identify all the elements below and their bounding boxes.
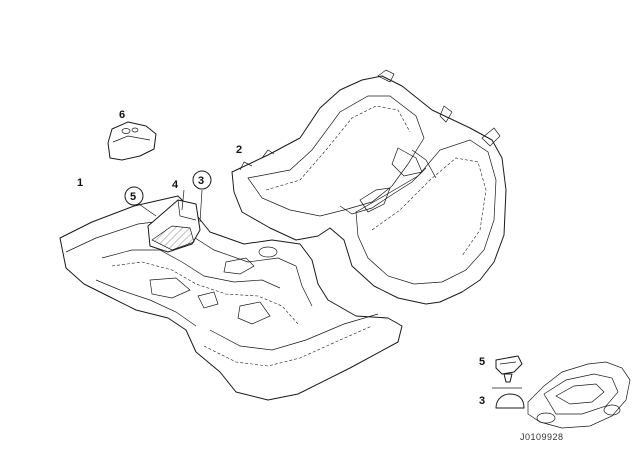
part-4-pad[interactable] — [147, 199, 201, 253]
label-part-3-callout: 3 — [192, 170, 212, 190]
part-1-front-carpet[interactable] — [59, 195, 403, 401]
label-part-2: 2 — [236, 144, 242, 156]
label-part-5: 5 — [130, 191, 136, 203]
label-part-1: 1 — [77, 177, 83, 189]
part-2-rear-carpet[interactable] — [231, 69, 507, 305]
label-part-5-callout: 5 — [124, 186, 144, 206]
legend-label-5: 5 — [479, 356, 485, 368]
push-clip-icon — [495, 355, 523, 383]
leader-lines — [135, 189, 203, 223]
fastener-legend: 5 3 — [479, 355, 525, 409]
part-6-cover[interactable] — [107, 121, 157, 161]
diagram-reference-number: J0109928 — [520, 432, 564, 442]
vehicle-silhouette — [527, 361, 631, 429]
round-clip-icon — [495, 393, 525, 409]
legend-label-3: 3 — [479, 395, 485, 407]
label-part-4: 4 — [172, 179, 179, 191]
label-part-3: 3 — [198, 175, 204, 187]
label-part-6: 6 — [119, 109, 125, 121]
